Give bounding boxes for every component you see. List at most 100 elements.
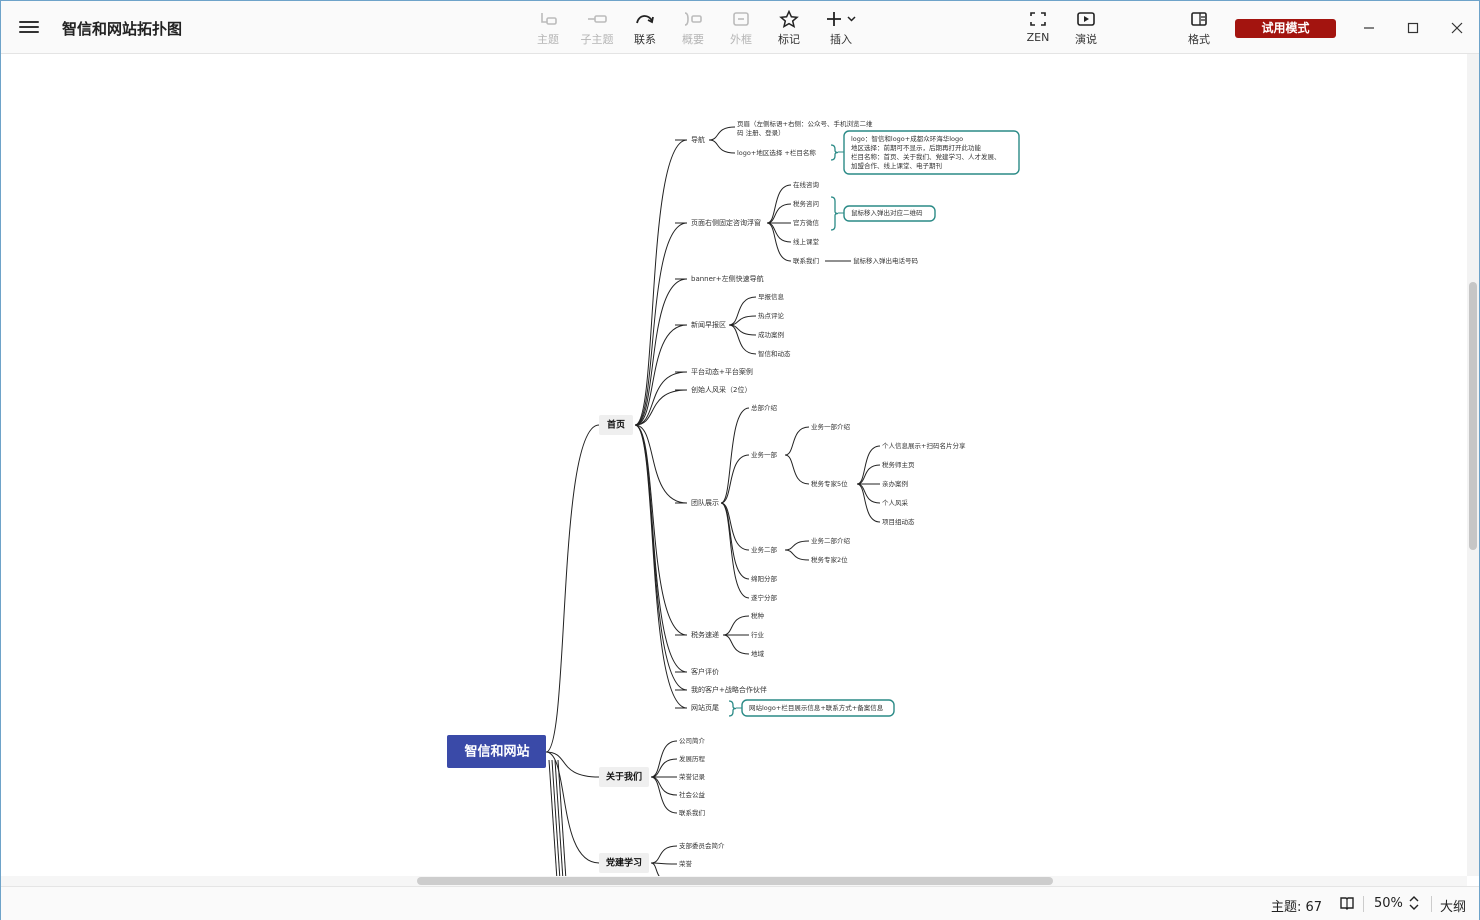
topic-button[interactable]: 主题 xyxy=(524,9,572,47)
branch-line xyxy=(650,740,678,778)
topic-label[interactable]: 联系我们 xyxy=(793,256,819,265)
topic-label[interactable]: 业务一部介绍 xyxy=(811,422,851,431)
root-topic-label[interactable]: 智信和网站 xyxy=(464,744,529,760)
minimize-icon[interactable] xyxy=(1359,18,1379,38)
insert-button[interactable]: 插入 xyxy=(817,9,865,47)
note-text[interactable]: 网站logo+栏目展示信息+联系方式+备案信息 xyxy=(749,703,884,712)
topic-label[interactable]: 荣誉 xyxy=(679,859,693,868)
topic-label[interactable]: 亲办案例 xyxy=(882,479,908,488)
topic-label[interactable]: 地域 xyxy=(751,649,765,658)
zen-button[interactable]: ZEN xyxy=(1014,9,1062,44)
divider xyxy=(1431,896,1432,912)
main-topic-label[interactable]: 关于我们 xyxy=(606,771,642,783)
branch-line xyxy=(634,139,688,426)
close-icon[interactable] xyxy=(1447,18,1467,38)
main-topic xyxy=(599,767,649,787)
subtopic-label[interactable]: 我的客户+战略合作伙伴 xyxy=(691,685,767,694)
topic-label[interactable]: 公司简介 xyxy=(679,736,706,745)
relation-button[interactable]: 联系 xyxy=(621,9,669,47)
horizontal-scrollbar[interactable] xyxy=(1,876,1467,886)
topic-label[interactable]: 线上课堂 xyxy=(793,237,820,246)
subtopic-button[interactable]: 子主题 xyxy=(573,9,621,47)
note-text[interactable]: 加盟合作、线上课堂、电子期刊 xyxy=(851,161,942,170)
branch-line xyxy=(548,759,558,876)
subtopic-label[interactable]: 平台动态+平台案例 xyxy=(691,367,753,376)
topic-label[interactable]: 个人风采 xyxy=(882,498,909,507)
subtopic-label[interactable]: 网站页尾 xyxy=(691,703,719,712)
topic-label[interactable]: 税务咨问 xyxy=(793,199,819,208)
topic-label[interactable]: 联系我们 xyxy=(679,808,705,817)
vertical-scrollbar[interactable] xyxy=(1467,54,1479,876)
topic-label[interactable]: 荣誉记录 xyxy=(679,772,706,781)
vertical-scroll-thumb[interactable] xyxy=(1469,282,1477,550)
branch-line xyxy=(545,751,600,864)
subtopic-label[interactable]: banner+左侧快速导航 xyxy=(691,274,764,283)
topic-label[interactable]: 智信和动态 xyxy=(758,349,791,358)
topic-label[interactable]: 鼠标移入弹出电话号码 xyxy=(853,256,919,265)
topic-label[interactable]: 行业 xyxy=(751,630,765,639)
note-text[interactable]: logo：智信和logo+成都众环海华logo xyxy=(851,134,963,143)
topic-label[interactable]: 税种 xyxy=(751,611,765,620)
branch-line xyxy=(545,751,600,778)
outline-button[interactable]: 大纲 xyxy=(1440,900,1467,915)
subtopic-label[interactable]: 团队展示 xyxy=(691,498,719,507)
branch-line xyxy=(650,862,660,876)
subtopic-label[interactable]: 新闻早报区 xyxy=(691,320,726,329)
note-text[interactable]: 鼠标移入弹出对应二维码 xyxy=(851,208,923,217)
main-topic-label[interactable]: 首页 xyxy=(607,419,625,431)
relation-label: 联系 xyxy=(634,33,656,46)
zoom-stepper-icon[interactable] xyxy=(1408,894,1420,916)
topic-label[interactable]: logo+地区选择 +栏目名称 xyxy=(737,148,816,157)
topic-label[interactable]: 税务专家2位 xyxy=(811,555,848,564)
main-topic-label[interactable]: 党建学习 xyxy=(606,857,642,869)
topic-label[interactable]: 早报信息 xyxy=(758,292,785,301)
topic-label[interactable]: 业务二部介绍 xyxy=(811,536,851,545)
subtopic-label[interactable]: 税务速递 xyxy=(691,630,719,639)
topic-label[interactable]: 项目组动态 xyxy=(882,517,915,526)
topic-label[interactable]: 遂宁分部 xyxy=(751,593,778,602)
topic-label[interactable]: 税务师主页 xyxy=(882,460,915,469)
note-text[interactable]: 地区选择：前期可不显示，后期再打开此功能 xyxy=(851,143,982,152)
branch-line xyxy=(856,483,881,523)
mindmap-canvas[interactable]: 智信和网站 首页关于我们党建学习 导航页面右侧固定咨询浮窗 banner+左侧快速导航… xyxy=(1,54,1467,876)
branch-line xyxy=(784,426,810,456)
topic-label[interactable]: 税务专家5位 xyxy=(811,479,848,488)
note-text[interactable]: 栏目名称：首页、关于我们、党建学习、人才发展、 xyxy=(851,152,1001,161)
topic-label[interactable]: 总部介绍 xyxy=(751,403,778,412)
topic-label[interactable]: 页眉（左侧标语+右侧：公众号、手机浏览二维 xyxy=(737,119,873,128)
summary-button[interactable]: 概要 xyxy=(669,9,717,47)
format-button[interactable]: 格式 xyxy=(1175,9,1223,47)
topic-label[interactable]: 个人信息展示+扫码名片分享 xyxy=(882,441,966,450)
topic-label[interactable]: 社会公益 xyxy=(679,790,706,799)
present-button[interactable]: 演说 xyxy=(1062,9,1110,47)
topic-label[interactable]: 绵阳分部 xyxy=(751,574,778,583)
marker-button[interactable]: 标记 xyxy=(765,9,813,47)
branch-line xyxy=(634,424,688,504)
topic-label[interactable]: 在线咨询 xyxy=(793,180,820,189)
trial-mode-button[interactable]: 试用模式 xyxy=(1235,19,1336,38)
topic-label[interactable]: 支部委员会简介 xyxy=(679,841,725,850)
branch-line xyxy=(720,502,750,580)
topic-label[interactable]: 业务一部 xyxy=(751,450,778,459)
maximize-icon[interactable] xyxy=(1403,18,1423,38)
topic-label[interactable]: 官方微信 xyxy=(793,218,820,227)
horizontal-scroll-thumb[interactable] xyxy=(417,877,1053,885)
subtopic-label: 子主题 xyxy=(580,33,614,46)
boundary-button[interactable]: 外框 xyxy=(717,9,765,47)
zoom-level[interactable]: 50% xyxy=(1374,896,1403,911)
branch-line xyxy=(634,424,688,709)
topic-label[interactable]: 成功案例 xyxy=(758,330,784,339)
subtopic-label[interactable]: 客户评价 xyxy=(691,667,719,676)
subtopic-label[interactable]: 导航 xyxy=(691,135,705,144)
subtopic-label[interactable]: 页面右侧固定咨询浮窗 xyxy=(691,218,761,227)
book-icon[interactable] xyxy=(1339,895,1355,915)
menu-icon[interactable] xyxy=(19,18,39,36)
summary-brace xyxy=(830,196,839,231)
subtopic-label[interactable]: 创始人风采（2位） xyxy=(691,385,751,394)
topic-label[interactable]: 业务二部 xyxy=(751,545,778,554)
topic-label[interactable]: 码 注册、登录） xyxy=(737,128,785,137)
topic-label[interactable]: 热点评论 xyxy=(758,311,785,320)
panel-icon xyxy=(1175,9,1223,29)
topic-label[interactable]: 发展历程 xyxy=(679,754,706,763)
